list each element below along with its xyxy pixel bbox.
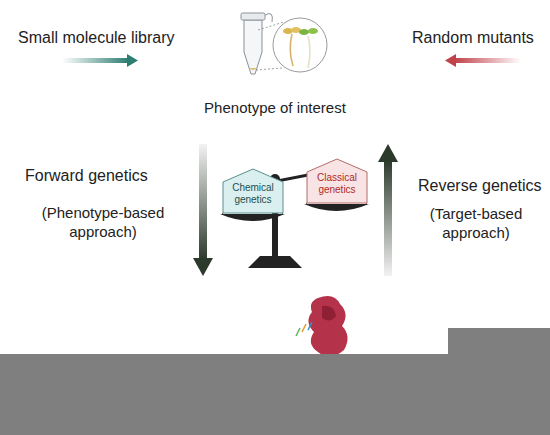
reverse-arrow [378, 144, 398, 276]
text-label: Small molecule library [18, 28, 198, 47]
red-arrow [445, 54, 521, 67]
protein-illustration [296, 296, 348, 357]
text-label: Phenotype of interest [185, 98, 365, 117]
node-text: Classical genetics [306, 158, 368, 196]
seedling-inset [256, 18, 327, 72]
text-label: Forward genetics [25, 166, 185, 185]
microtube [241, 13, 272, 74]
teal-arrow [62, 54, 138, 67]
forward-arrow [193, 144, 213, 276]
text-label: (Phenotype-based approach) [34, 203, 172, 241]
pentagon-node: Chemical genetics [222, 168, 284, 214]
text-label: (Target-based approach) [420, 204, 532, 242]
text-label: Random mutants [412, 28, 542, 47]
node-text: Chemical genetics [222, 168, 284, 206]
text-label: Reverse genetics [418, 176, 548, 195]
pentagon-node: Classical genetics [306, 158, 368, 204]
